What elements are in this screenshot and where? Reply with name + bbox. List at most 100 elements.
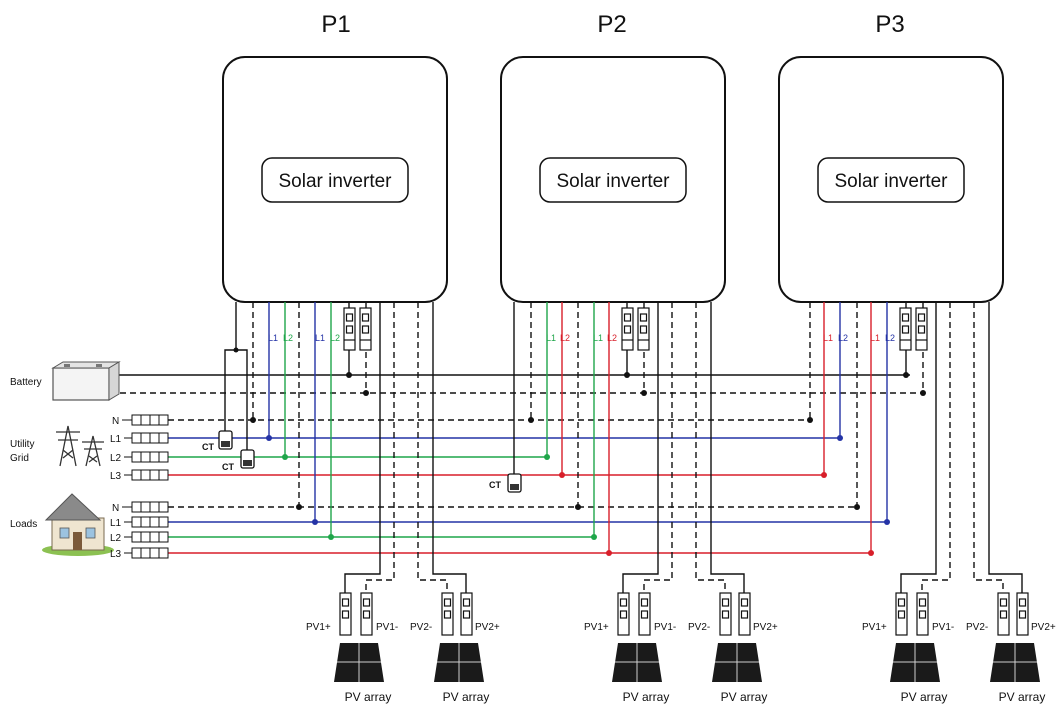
p3-wiring <box>809 302 1023 593</box>
inverter-title-p2: P2 <box>597 11 626 38</box>
pv-section-p3: PV1+ PV1- PV2- PV2+ PV array PV array <box>862 592 1056 704</box>
wire-label-l1: L1 <box>870 333 880 343</box>
pv2-minus-label: PV2- <box>688 622 710 633</box>
pv2-plus-label: PV2+ <box>753 622 778 633</box>
inverter-title-p3: P3 <box>875 11 904 38</box>
pv-array-label: PV array <box>999 690 1046 704</box>
terminal-grid-l3: L3 <box>110 469 169 482</box>
pv-array-label: PV array <box>721 690 768 704</box>
svg-text:L1: L1 <box>110 434 122 445</box>
grid-terminals: N L1 L2 L3 <box>110 414 169 482</box>
solar-panel-icon <box>712 643 762 682</box>
solar-panel-icon <box>890 643 940 682</box>
wire-label-l1: L1 <box>268 333 278 343</box>
pv1-plus-label: PV1+ <box>584 622 609 633</box>
pv1-plus-label: PV1+ <box>306 622 331 633</box>
breaker-icon <box>637 307 650 351</box>
solar-panel-icon <box>612 643 662 682</box>
breaker-icon <box>360 592 373 636</box>
pv2-plus-label: PV2+ <box>475 622 500 633</box>
breaker-icon <box>617 592 630 636</box>
pv2-minus-label: PV2- <box>966 622 988 633</box>
inverter-p2: Solar inverter <box>500 56 726 303</box>
svg-text:L1: L1 <box>110 518 122 529</box>
grid-label-line2: Grid <box>10 453 29 464</box>
wire-label-l1: L1 <box>546 333 556 343</box>
terminal-loads-l3: L3 <box>110 547 169 560</box>
svg-text:L2: L2 <box>110 533 122 544</box>
wire-label-l2: L2 <box>885 333 895 343</box>
pv1-minus-label: PV1- <box>654 622 676 633</box>
terminal-grid-n: N <box>112 414 169 427</box>
ct-sensor-icon: CT <box>489 473 522 493</box>
breaker-icon <box>638 592 651 636</box>
breaker-icon <box>895 592 908 636</box>
pv1-minus-label: PV1- <box>932 622 954 633</box>
svg-text:N: N <box>112 416 119 427</box>
breaker-icon <box>343 307 356 351</box>
p1-wiring <box>224 302 467 593</box>
breaker-icon <box>621 307 634 351</box>
inverter-p1-label: Solar inverter <box>279 171 393 192</box>
inverter-p3: Solar inverter <box>778 56 1004 303</box>
loads-terminals: N L1 L2 L3 <box>110 501 169 560</box>
pv2-plus-label: PV2+ <box>1031 622 1056 633</box>
terminal-loads-l1: L1 <box>110 516 169 529</box>
grid-label-line1: Utility <box>10 439 34 450</box>
wire-label-l1: L1 <box>823 333 833 343</box>
ct-sensor-icon: CT <box>222 449 255 472</box>
wire-label-l2: L2 <box>330 333 340 343</box>
wire-label-l1: L1 <box>315 333 325 343</box>
wire-label-l2: L2 <box>607 333 617 343</box>
breaker-icon <box>460 592 473 636</box>
battery-icon <box>51 361 121 401</box>
terminal-grid-l1: L1 <box>110 432 169 445</box>
breaker-icon <box>339 592 352 636</box>
breaker-icon <box>899 307 912 351</box>
pv-array-label: PV array <box>345 690 392 704</box>
inverter-p3-label: Solar inverter <box>835 171 949 192</box>
breaker-icon <box>916 592 929 636</box>
solar-panel-icon <box>434 643 484 682</box>
svg-text:CT: CT <box>202 442 214 452</box>
wire-labels: L1 L2 L1 L2 L1 L2 L1 L2 L1 L2 L1 L2 <box>268 333 895 343</box>
loads-label: Loads <box>10 519 37 530</box>
pv2-minus-label: PV2- <box>410 622 432 633</box>
utility-grid: Utility Grid <box>10 425 104 467</box>
house-icon <box>42 493 114 556</box>
terminal-grid-l2: L2 <box>110 451 169 464</box>
battery-label: Battery <box>10 377 42 388</box>
svg-text:L3: L3 <box>110 549 122 560</box>
breaker-icon <box>441 592 454 636</box>
pv-section-p2: PV1+ PV1- PV2- PV2+ PV array PV array <box>584 592 778 704</box>
loads-bus <box>168 506 887 554</box>
breaker-icon <box>997 592 1010 636</box>
pv-array-label: PV array <box>443 690 490 704</box>
svg-text:N: N <box>112 503 119 514</box>
breaker-icon <box>738 592 751 636</box>
inverter-p2-label: Solar inverter <box>557 171 671 192</box>
svg-text:CT: CT <box>222 462 234 472</box>
loads: Loads <box>10 493 114 556</box>
terminal-loads-n: N <box>112 501 169 514</box>
wire-label-l1: L1 <box>593 333 603 343</box>
battery-bus <box>110 374 923 394</box>
breaker-icon <box>719 592 732 636</box>
svg-text:L2: L2 <box>110 453 122 464</box>
ct-sensors: CT CT CT <box>202 430 522 493</box>
battery: Battery <box>10 361 121 401</box>
solar-panel-icon <box>990 643 1040 682</box>
wire-label-l2: L2 <box>560 333 570 343</box>
inverter-title-p1: P1 <box>321 11 350 38</box>
power-tower-icon <box>56 425 104 467</box>
solar-panel-icon <box>334 643 384 682</box>
wire-label-l2: L2 <box>283 333 293 343</box>
svg-text:L3: L3 <box>110 471 122 482</box>
grid-bus <box>168 419 840 476</box>
breaker-icon <box>359 307 372 351</box>
pv1-plus-label: PV1+ <box>862 622 887 633</box>
terminal-loads-l2: L2 <box>110 531 169 544</box>
wire-label-l2: L2 <box>838 333 848 343</box>
ct-sensor-icon: CT <box>202 430 233 452</box>
